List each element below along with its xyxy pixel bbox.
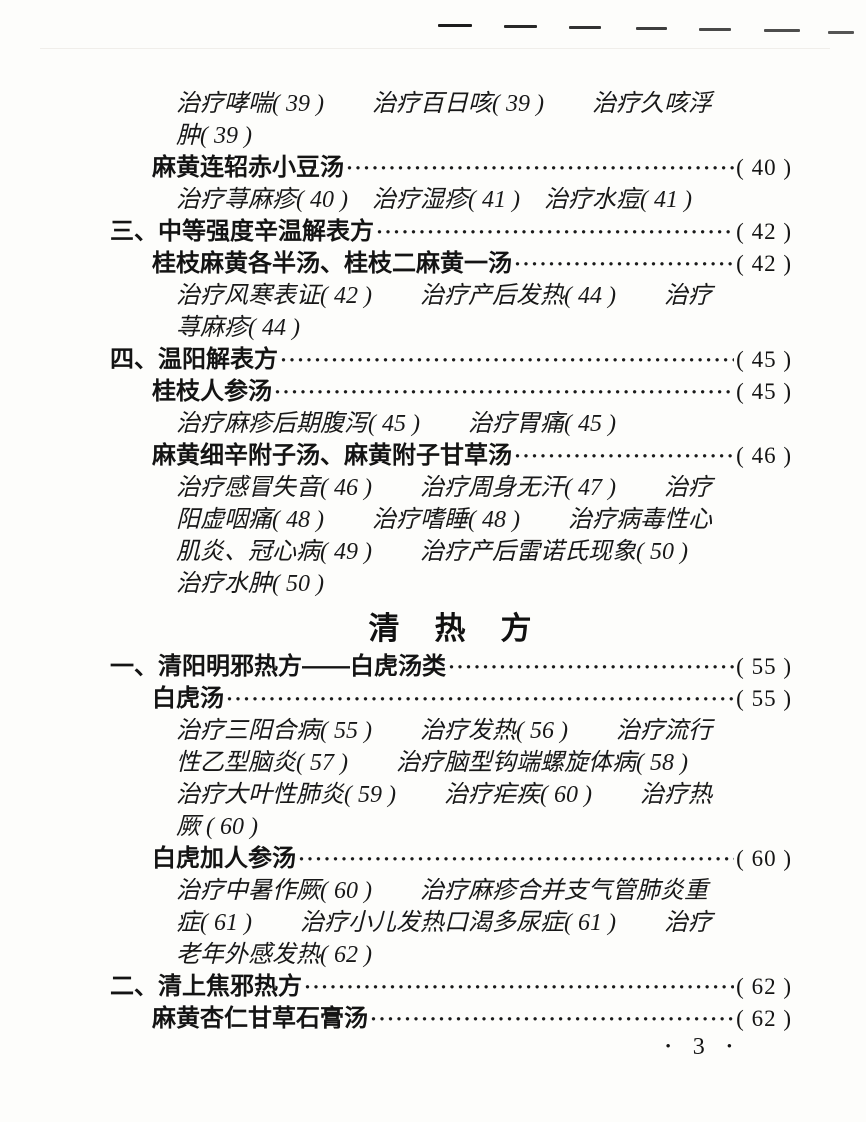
sub-text: 治疗哮喘( 39 ) 治疗百日咳( 39 ) 治疗久咳浮 bbox=[176, 91, 712, 117]
toc-sub-entry: 治疗中暑作厥( 60 ) 治疗麻疹合并支气管肺炎重 bbox=[110, 875, 792, 907]
dot-leader bbox=[226, 683, 734, 715]
dot-leader bbox=[280, 344, 734, 376]
section-title: 三、中等强度辛温解表方 bbox=[110, 218, 374, 245]
toc-sub-entry: 性乙型脑炎( 57 ) 治疗脑型钩端螺旋体病( 58 ) bbox=[110, 747, 792, 779]
sub-text: 阳虚咽痛( 48 ) 治疗嗜睡( 48 ) 治疗病毒性心 bbox=[176, 507, 712, 533]
dash-mark bbox=[569, 26, 601, 29]
footer-left-dot: • bbox=[665, 1039, 671, 1055]
toc-sub-entry: 肿( 39 ) bbox=[110, 120, 792, 152]
page-ref: ( 55 ) bbox=[736, 686, 792, 711]
toc-sub-entry: 治疗感冒失音( 46 ) 治疗周身无汗( 47 ) 治疗 bbox=[110, 472, 792, 504]
dot-leader bbox=[376, 216, 734, 248]
formula-title: 桂枝麻黄各半汤、桂枝二麻黄一汤 bbox=[152, 250, 512, 277]
sub-text: 厥 ( 60 ) bbox=[176, 814, 258, 840]
page-ref: ( 40 ) bbox=[736, 155, 792, 180]
toc-section-heading: 二、清上焦邪热方 ( 62 ) bbox=[110, 971, 792, 1003]
section-title: 二、清上焦邪热方 bbox=[110, 973, 302, 1000]
page-ref: ( 45 ) bbox=[736, 347, 792, 372]
toc-formula-entry: 桂枝人参汤 ( 45 ) bbox=[110, 376, 792, 408]
toc-formula-entry: 桂枝麻黄各半汤、桂枝二麻黄一汤 ( 42 ) bbox=[110, 248, 792, 280]
dash-mark bbox=[828, 31, 854, 34]
dot-leader bbox=[448, 651, 734, 683]
toc-formula-entry: 麻黄连轺赤小豆汤 ( 40 ) bbox=[110, 152, 792, 184]
sub-text: 治疗水肿( 50 ) bbox=[176, 571, 324, 597]
toc-formula-entry: 白虎汤 ( 55 ) bbox=[110, 683, 792, 715]
dot-leader bbox=[304, 971, 734, 1003]
sub-text: 荨麻疹( 44 ) bbox=[176, 315, 300, 341]
toc-formula-entry: 麻黄细辛附子汤、麻黄附子甘草汤 ( 46 ) bbox=[110, 440, 792, 472]
formula-title: 白虎加人参汤 bbox=[152, 845, 296, 872]
toc-sub-entry: 治疗风寒表证( 42 ) 治疗产后发热( 44 ) 治疗 bbox=[110, 280, 792, 312]
formula-title: 桂枝人参汤 bbox=[152, 378, 272, 405]
toc-section-heading: 四、温阳解表方 ( 45 ) bbox=[110, 344, 792, 376]
sub-text: 性乙型脑炎( 57 ) 治疗脑型钩端螺旋体病( 58 ) bbox=[176, 750, 688, 776]
sub-text: 治疗风寒表证( 42 ) 治疗产后发热( 44 ) 治疗 bbox=[176, 283, 712, 309]
dot-leader bbox=[346, 152, 734, 184]
page-number: • 3 • bbox=[665, 1032, 732, 1062]
sub-text: 治疗荨麻疹( 40 ) 治疗湿疹( 41 ) 治疗水痘( 41 ) bbox=[176, 187, 692, 213]
toc-sub-entry: 治疗三阳合病( 55 ) 治疗发热( 56 ) 治疗流行 bbox=[110, 715, 792, 747]
toc-sub-entry: 治疗荨麻疹( 40 ) 治疗湿疹( 41 ) 治疗水痘( 41 ) bbox=[110, 184, 792, 216]
scan-line-artifact bbox=[40, 48, 830, 49]
toc-formula-entry: 麻黄杏仁甘草石膏汤 ( 62 ) bbox=[110, 1003, 792, 1035]
sub-text: 症( 61 ) 治疗小儿发热口渴多尿症( 61 ) 治疗 bbox=[176, 910, 712, 936]
dot-leader bbox=[298, 843, 734, 875]
toc-sub-entry: 治疗哮喘( 39 ) 治疗百日咳( 39 ) 治疗久咳浮 bbox=[110, 88, 792, 120]
sub-text: 治疗中暑作厥( 60 ) 治疗麻疹合并支气管肺炎重 bbox=[176, 878, 708, 904]
formula-title: 麻黄连轺赤小豆汤 bbox=[152, 154, 344, 181]
sub-text: 老年外感发热( 62 ) bbox=[176, 942, 372, 968]
toc-sub-entry: 荨麻疹( 44 ) bbox=[110, 312, 792, 344]
page-ref: ( 55 ) bbox=[736, 654, 792, 679]
dash-mark bbox=[636, 27, 667, 30]
dot-leader bbox=[274, 376, 734, 408]
toc-sub-entry: 厥 ( 60 ) bbox=[110, 811, 792, 843]
dash-mark bbox=[504, 25, 537, 28]
dot-leader bbox=[370, 1003, 734, 1035]
toc-sub-entry: 老年外感发热( 62 ) bbox=[110, 939, 792, 971]
page-ref: ( 46 ) bbox=[736, 443, 792, 468]
page-ref: ( 60 ) bbox=[736, 846, 792, 871]
sub-text: 治疗感冒失音( 46 ) 治疗周身无汗( 47 ) 治疗 bbox=[176, 475, 712, 501]
dot-leader bbox=[514, 440, 734, 472]
page-ref: ( 42 ) bbox=[736, 251, 792, 276]
page-ref: ( 62 ) bbox=[736, 974, 792, 999]
formula-title: 麻黄杏仁甘草石膏汤 bbox=[152, 1005, 368, 1032]
page-ref: ( 62 ) bbox=[736, 1006, 792, 1031]
sub-text: 肌炎、冠心病( 49 ) 治疗产后雷诺氏现象( 50 ) bbox=[176, 539, 688, 565]
toc-sub-entry: 治疗水肿( 50 ) bbox=[110, 568, 792, 600]
toc-sub-entry: 症( 61 ) 治疗小儿发热口渴多尿症( 61 ) 治疗 bbox=[110, 907, 792, 939]
sub-text: 治疗大叶性肺炎( 59 ) 治疗疟疾( 60 ) 治疗热 bbox=[176, 782, 712, 808]
sub-text: 肿( 39 ) bbox=[176, 123, 252, 149]
toc-sub-entry: 治疗麻疹后期腹泻( 45 ) 治疗胃痛( 45 ) bbox=[110, 408, 792, 440]
section-title: 四、温阳解表方 bbox=[110, 346, 278, 373]
footer-number: 3 bbox=[692, 1033, 705, 1060]
toc-section-heading: 一、清阳明邪热方——白虎汤类 ( 55 ) bbox=[110, 651, 792, 683]
toc-formula-entry: 白虎加人参汤 ( 60 ) bbox=[110, 843, 792, 875]
toc-sub-entry: 肌炎、冠心病( 49 ) 治疗产后雷诺氏现象( 50 ) bbox=[110, 536, 792, 568]
formula-title: 白虎汤 bbox=[152, 685, 224, 712]
toc-sub-entry: 阳虚咽痛( 48 ) 治疗嗜睡( 48 ) 治疗病毒性心 bbox=[110, 504, 792, 536]
toc-section-heading: 三、中等强度辛温解表方 ( 42 ) bbox=[110, 216, 792, 248]
part-heading: 清 热 方 bbox=[368, 611, 534, 646]
footer-right-dot: • bbox=[726, 1039, 732, 1055]
toc-sub-entry: 治疗大叶性肺炎( 59 ) 治疗疟疾( 60 ) 治疗热 bbox=[110, 779, 792, 811]
page-ref: ( 42 ) bbox=[736, 219, 792, 244]
page-ref: ( 45 ) bbox=[736, 379, 792, 404]
table-of-contents: 治疗哮喘( 39 ) 治疗百日咳( 39 ) 治疗久咳浮 肿( 39 ) 麻黄连… bbox=[110, 88, 792, 1035]
dash-mark bbox=[699, 28, 731, 31]
sub-text: 治疗三阳合病( 55 ) 治疗发热( 56 ) 治疗流行 bbox=[176, 718, 712, 744]
formula-title: 麻黄细辛附子汤、麻黄附子甘草汤 bbox=[152, 442, 512, 469]
dash-mark bbox=[764, 29, 800, 32]
sub-text: 治疗麻疹后期腹泻( 45 ) 治疗胃痛( 45 ) bbox=[176, 411, 616, 437]
dash-mark bbox=[438, 24, 472, 27]
section-title: 一、清阳明邪热方——白虎汤类 bbox=[110, 653, 446, 680]
dot-leader bbox=[514, 248, 734, 280]
